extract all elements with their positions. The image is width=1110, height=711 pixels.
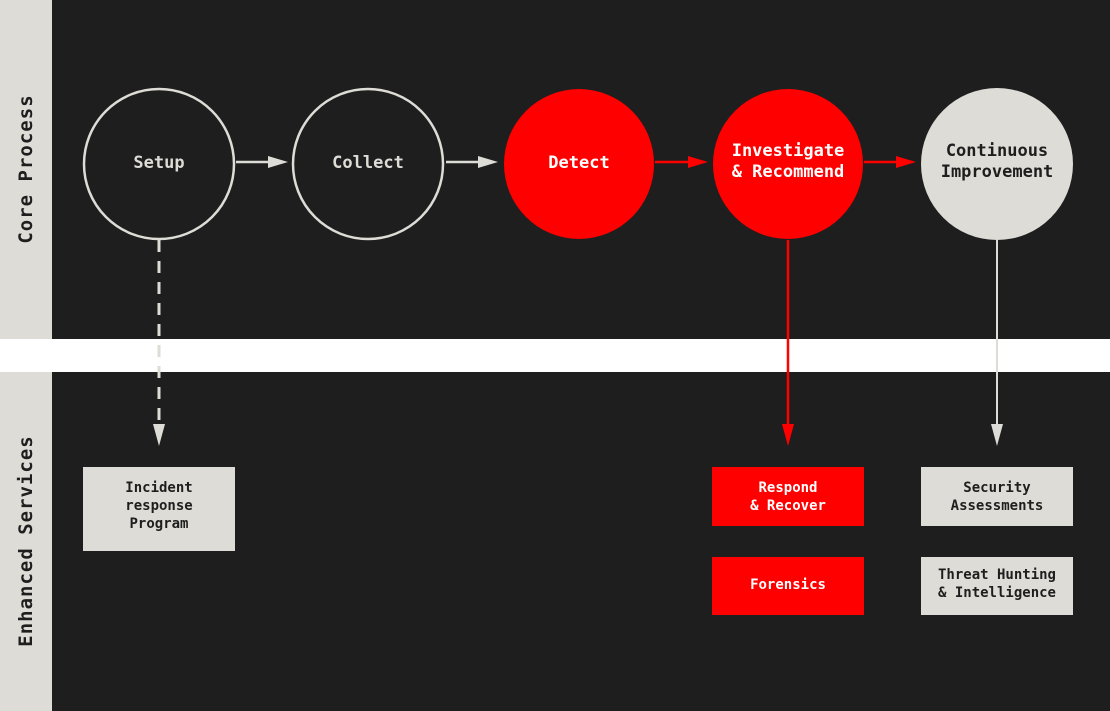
- connector-improvement-assessments: [991, 240, 1003, 446]
- service-respond-line1: Respond: [758, 480, 817, 496]
- connector-investigate-respond: [782, 240, 794, 446]
- connector-detect-investigate: [655, 156, 708, 168]
- arrowhead-icon: [896, 156, 916, 168]
- service-incident-line1: Incident: [125, 480, 192, 496]
- node-collect-label: Collect: [332, 153, 404, 173]
- connector-setup-incident: [153, 240, 165, 446]
- node-improvement-label-line2: Improvement: [941, 162, 1054, 182]
- service-threat-hunting: Threat Hunting & Intelligence: [921, 557, 1073, 615]
- service-respond-line2: & Recover: [750, 498, 826, 514]
- service-hunting-line1: Threat Hunting: [938, 567, 1056, 583]
- arrowhead-icon: [782, 424, 794, 446]
- core-process-lane: [0, 0, 52, 339]
- enhanced-services-lane: [0, 372, 52, 711]
- service-security-assessments: Security Assessments: [921, 467, 1073, 526]
- service-hunting-line2: & Intelligence: [938, 585, 1056, 601]
- arrowhead-icon: [688, 156, 708, 168]
- node-investigate: Investigate & Recommend: [713, 89, 863, 239]
- arrowhead-icon: [268, 156, 288, 168]
- service-assessments-line2: Assessments: [951, 498, 1044, 514]
- node-detect-label: Detect: [548, 153, 609, 173]
- node-detect: Detect: [504, 89, 654, 239]
- service-respond-recover: Respond & Recover: [712, 467, 864, 526]
- node-improvement-label-line1: Continuous: [946, 141, 1048, 161]
- service-incident-response: Incident response Program: [83, 467, 235, 551]
- arrowhead-icon: [153, 424, 165, 446]
- node-setup-label: Setup: [133, 153, 184, 173]
- node-investigate-label-line1: Investigate: [732, 141, 845, 161]
- lane-divider: [0, 339, 1110, 372]
- node-improvement: Continuous Improvement: [921, 88, 1073, 240]
- service-forensics-label: Forensics: [750, 577, 826, 593]
- service-assessments-line1: Security: [963, 480, 1031, 496]
- node-collect: Collect: [291, 87, 445, 241]
- service-incident-line3: Program: [129, 516, 188, 532]
- connector-collect-detect: [446, 156, 498, 168]
- node-investigate-label-line2: & Recommend: [732, 162, 845, 182]
- connector-setup-collect: [236, 156, 288, 168]
- node-setup: Setup: [82, 87, 236, 241]
- arrowhead-icon: [478, 156, 498, 168]
- connector-investigate-improvement: [864, 156, 916, 168]
- arrowhead-icon: [991, 424, 1003, 446]
- service-forensics: Forensics: [712, 557, 864, 615]
- service-incident-line2: response: [125, 498, 192, 514]
